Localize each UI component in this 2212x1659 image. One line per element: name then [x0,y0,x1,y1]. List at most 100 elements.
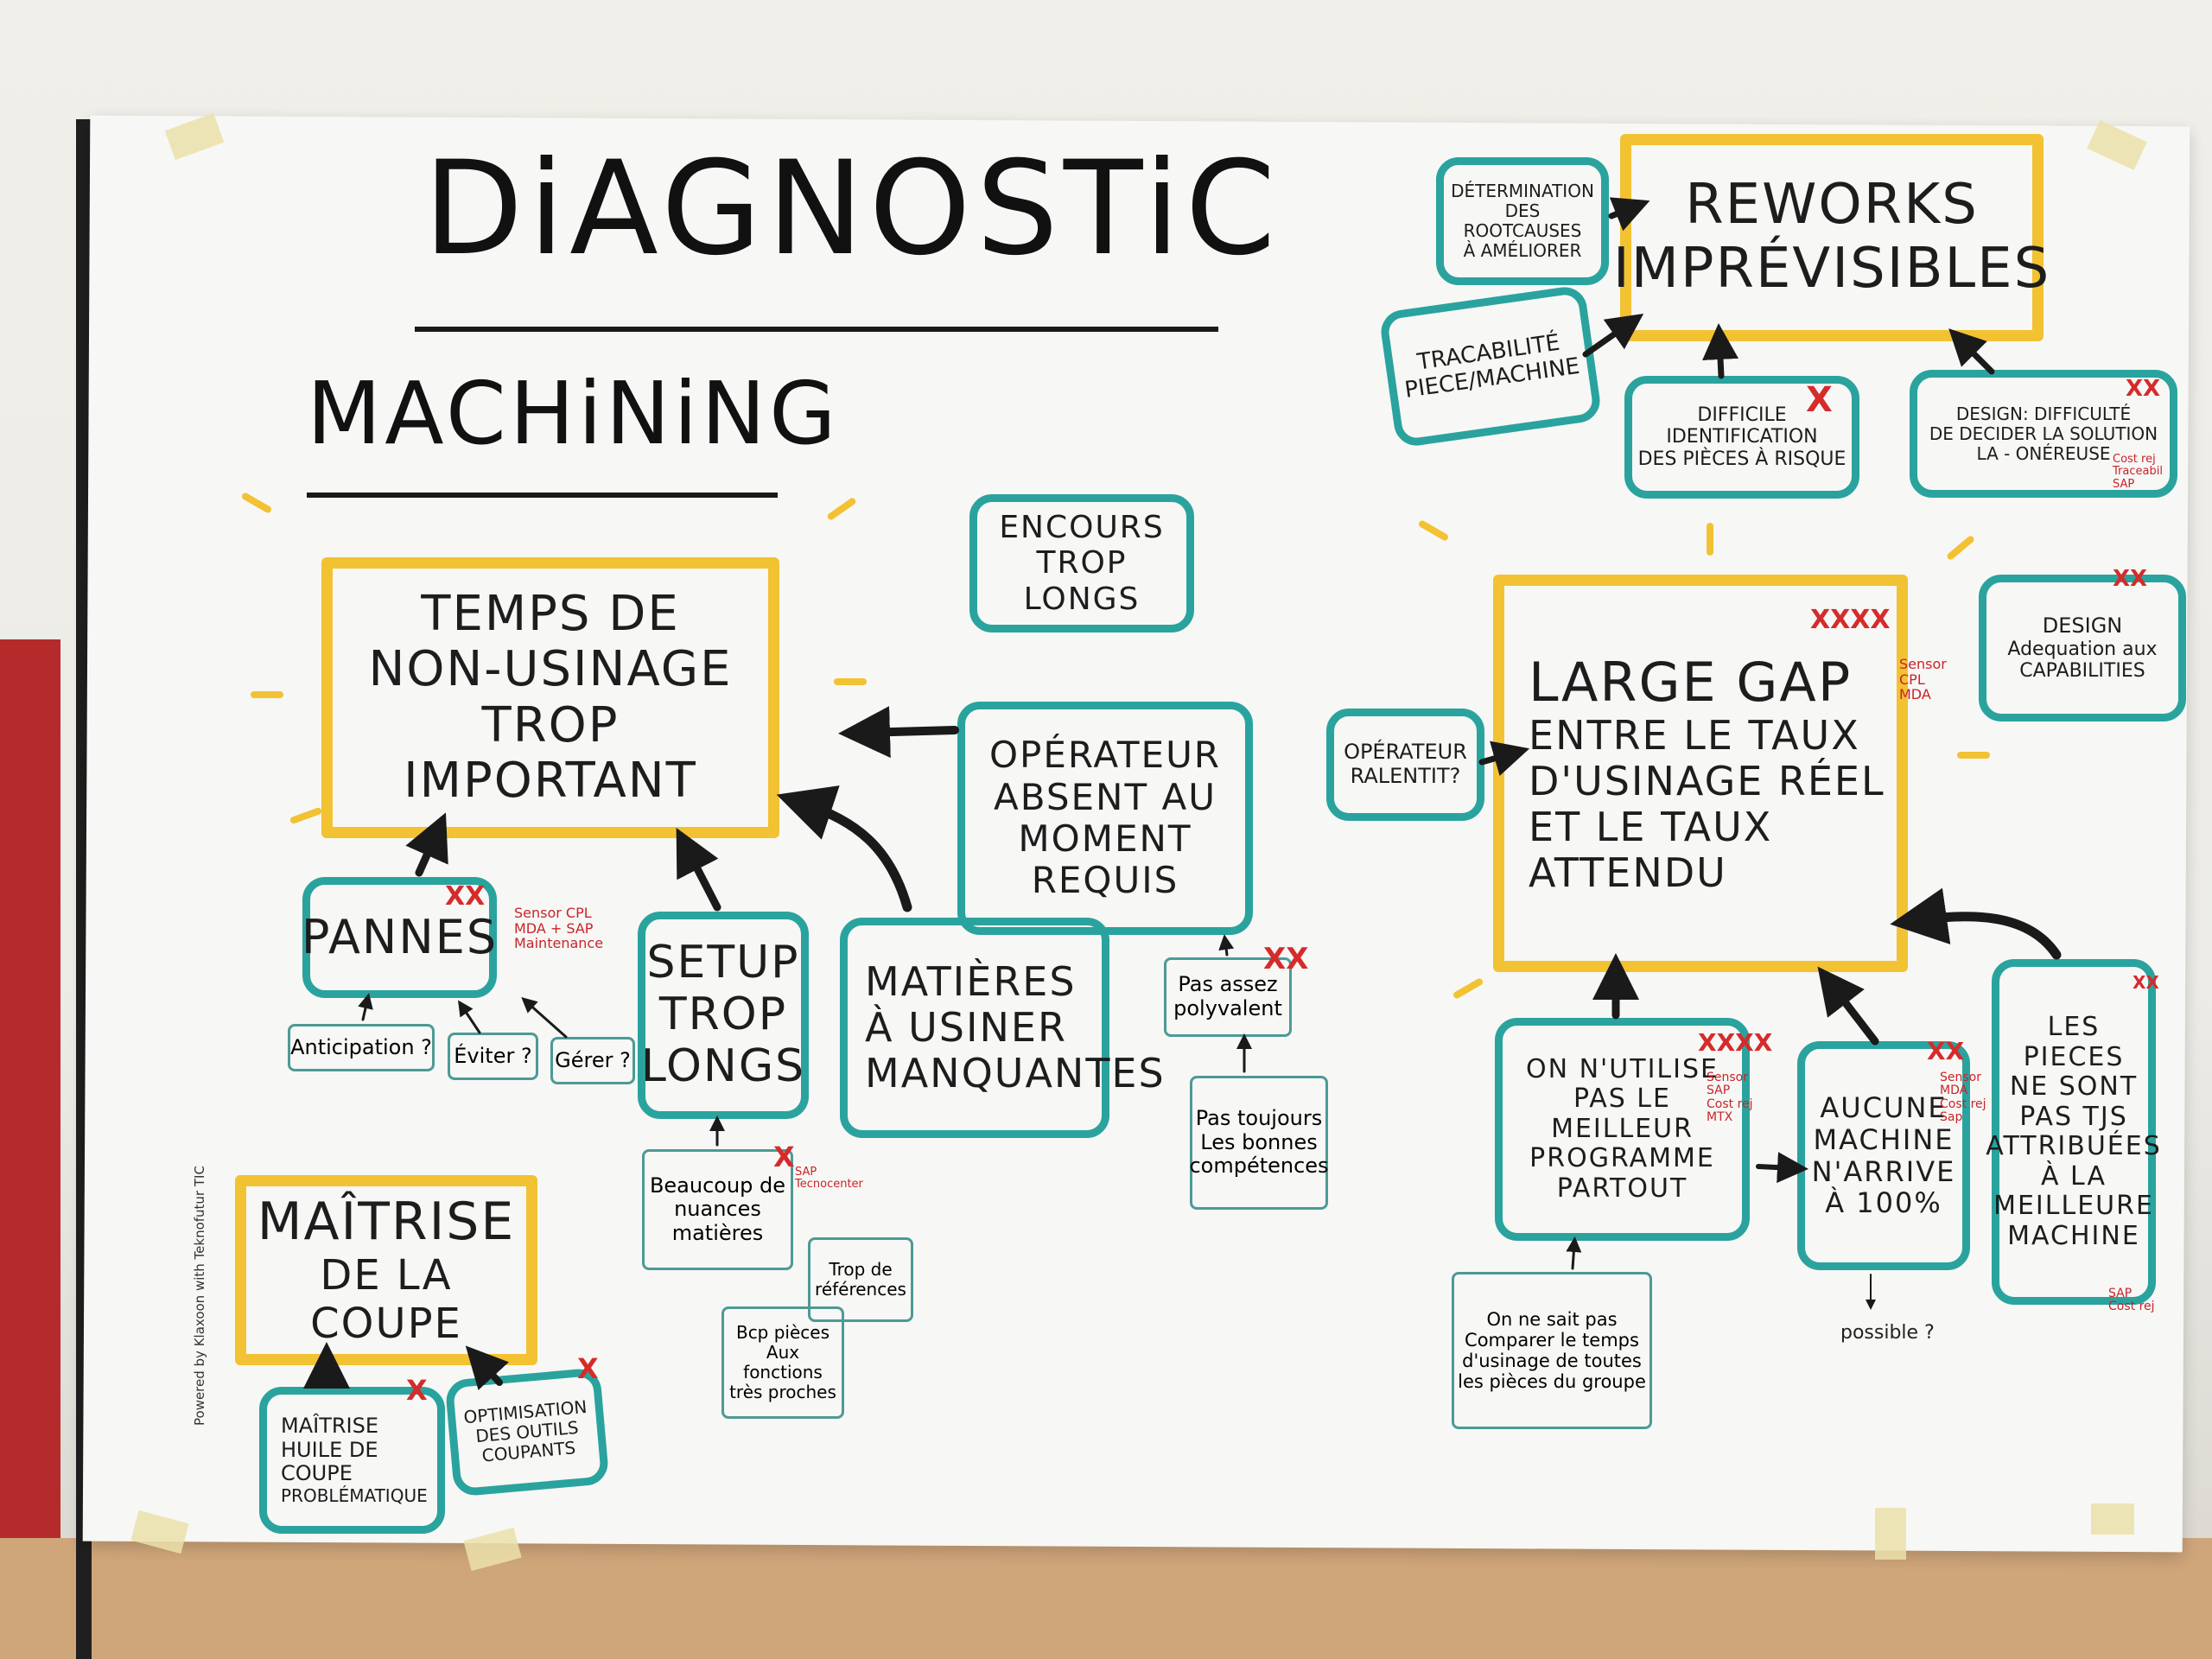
note-text: Pas assez [1178,972,1278,997]
box-line: LARGE GAP [1529,650,1853,714]
box-line: RALENTiT? [1350,764,1461,788]
red-note-beaucoup: SAP Tecnocenter [795,1166,863,1192]
box-line: DiFFiCiLE [1697,404,1787,427]
note-text: polyvalent [1173,996,1282,1020]
red-note-line: SAP [795,1166,817,1179]
note-gerer: Gérer ? [550,1037,635,1084]
box-line: DE LA COUPE [310,1251,462,1348]
note-text: les pièces du groupe [1458,1371,1646,1393]
red-note-line: Sensor CPL [514,905,592,921]
page-subtitle: MACHiNiNG [307,363,840,464]
box-line: PAS TJS [2019,1101,2128,1132]
red-note-line: Cost rej [1940,1096,1986,1111]
box-line: TROP iMPORTANT [404,696,697,809]
box-line: PARTOUT [1556,1173,1688,1204]
box-line: CAPABiLiTiES [2019,659,2145,682]
on-nutilise-box: ON N'UTiLiSE PAS LE MEiLLEUR PROGRAMME P… [1495,1018,1750,1241]
note-text: Aux fonctions [743,1342,823,1382]
red-note-les-pieces: SAP Cost rej [2108,1287,2155,1314]
vote-mark-beaucoup: X [773,1141,795,1173]
flipchart-red-cover [0,639,60,1590]
arrow-design-reworks [1948,328,1995,375]
note-text: On ne sait pas [1486,1308,1618,1330]
box-line: À 100% [1825,1186,1942,1220]
maitrise-coupe-box: MAÎTRISE DE LA COUPE [235,1175,537,1365]
arrow-anticipation-pannes [358,993,373,1021]
note-text: Trop de [829,1259,893,1280]
box-line: MANQUANTES [865,1049,1166,1096]
vote-mark-pas-assez: XX [1263,942,1309,976]
wood-panel [0,1538,2212,1659]
box-line: N'ARRiVE [1811,1154,1956,1188]
vote-mark-pannes: XX [445,881,486,912]
note-on-ne-sait: On ne sait pas Comparer le temps d'usina… [1452,1272,1652,1429]
arrow-onnutilise-aucune [1756,1152,1808,1184]
note-text: compétences [1189,1154,1329,1179]
box-line: LES PiECES [2023,1012,2125,1072]
box-line: LA - ONÉREUSE [1976,442,2111,464]
box-line: TEMPS DE [421,585,680,642]
note-text: nuances [674,1197,761,1222]
setup-box: SETUP TROP LONGS [638,912,809,1119]
arrow-ralentit-largegap [1478,741,1530,776]
box-line: ABSENT AU [994,775,1217,818]
note-bcp-pieces: Bcp pièces Aux fonctions très proches [721,1306,844,1419]
red-note-line: Sensor [1899,656,1947,672]
red-note-line: SAP [2108,1287,2133,1300]
note-trop-ref: Trop de références [808,1237,913,1322]
maitrise-huile-box: MAÎTRiSE HUiLE DE COUPE PROBLÉMATiQUE [259,1387,445,1534]
red-note-line: Cost rej [2113,453,2156,466]
note-text: Comparer le temps [1465,1329,1639,1351]
note-eviter: Éviter ? [448,1033,538,1080]
box-line: PANNES [301,909,499,964]
note-anticipation: Anticipation ? [288,1024,435,1071]
note-text: Pas toujours [1195,1106,1323,1131]
box-line: À AMÉLiORER [1463,240,1582,261]
box-line: Adequation aux [2007,638,2158,660]
note-text: Éviter ? [454,1043,532,1068]
vote-mark-aucune: XX [1927,1037,1965,1065]
tape [1875,1508,1906,1560]
box-line: MAÎTRiSE [281,1414,379,1439]
vote-mark-optimisation: X [577,1352,599,1385]
box-line: iMPRÉViSiBLES [1612,237,2051,301]
box-line: À USiNER [865,1004,1067,1052]
red-note-pannes: Sensor CPL MDA + SAP Maintenance [514,906,603,951]
large-gap-box: LARGE GAP ENTRE LE TAUX D'USiNAGE RÉEL E… [1493,575,1908,972]
determination-box: DÉTERMiNATiON DES ROOTCAUSES À AMÉLiORER [1436,157,1609,285]
red-note-line: Sensor [1707,1071,1748,1084]
vote-mark-largegap: XXXX [1810,605,1891,635]
vote-mark-on-nutilise: XXXX [1698,1028,1773,1057]
arrow-aucune-largegap [1817,966,1879,1046]
arrow-determination-reworks [1608,197,1650,232]
accent-ray [251,691,283,698]
box-line: SETUP [646,937,800,989]
arrow-setup-temps [676,827,721,912]
vote-mark-maitrise-huile: X [406,1374,428,1407]
vote-mark-design-adequation: XX [2113,566,2148,592]
red-note-line: MDA + SAP [514,919,594,937]
arrow-operateur-temps [838,706,959,759]
red-note-line: SAP [2113,477,2135,491]
box-line: DÉTERMiNATiON [1451,181,1594,201]
box-line: MACHiNE [1813,1122,1955,1156]
red-note-aucune: Sensor MDA Cost rej Sap [1940,1071,1986,1125]
box-line: DE DECiDER LA SOLUTiON [1929,423,2158,444]
box-line: OPÉRATEUR [1344,740,1467,765]
box-line: ET LE TAUX [1529,803,1773,850]
arrow-pasassez-operateur [1218,934,1235,957]
red-note-largegap: Sensor CPL MDA [1899,657,1947,702]
arrow-eviter-pannes [458,1000,481,1034]
box-line: LONGS [640,1039,806,1092]
note-text: très proches [729,1382,836,1402]
matieres-box: MATiÈRES À USiNER MANQUANTES [840,918,1164,1138]
note-text: Beaucoup de [649,1173,786,1198]
box-line: DES PiÈCES À RiSQUE [1637,448,1847,470]
note-text: références [815,1279,906,1300]
box-line: MAÎTRISE [257,1192,516,1253]
red-note-line: Maintenance [514,935,604,952]
box-line: TROP LONGS [1023,545,1141,617]
note-text: matières [671,1220,764,1245]
box-line: PROBLÉMATiQUE [281,1484,428,1506]
box-line: ENTRE LE TAUX [1529,711,1860,759]
